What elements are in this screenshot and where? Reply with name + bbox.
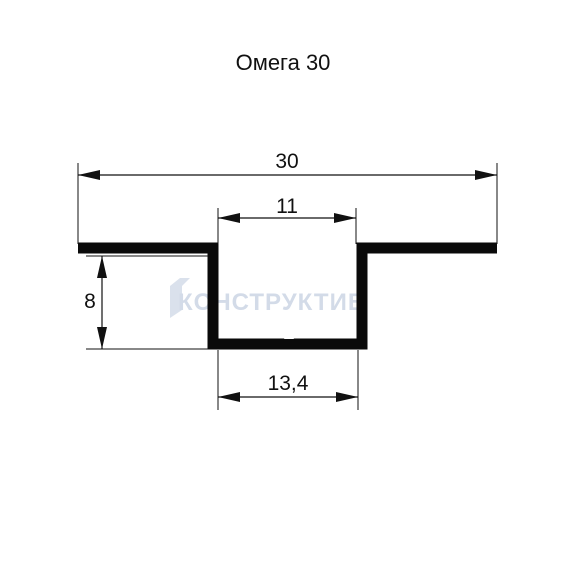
dimension-label-13-4: 13,4: [268, 372, 309, 395]
dimension-label-8: 8: [84, 290, 96, 313]
page-title: Омега 30: [236, 50, 331, 75]
dimension-channel-width: 13,4: [218, 372, 358, 402]
watermark-logo: КОНСТРУКТИВ: [170, 278, 366, 318]
dimension-label-30: 30: [275, 150, 298, 173]
omega-profile: [78, 242, 497, 350]
dimension-label-11: 11: [276, 195, 298, 218]
watermark-text: КОНСТРУКТИВ: [178, 289, 366, 316]
dimension-depth: 8: [84, 256, 107, 349]
dimension-overall-width: 30: [78, 150, 497, 180]
dimension-inner-opening: 11: [218, 195, 356, 223]
